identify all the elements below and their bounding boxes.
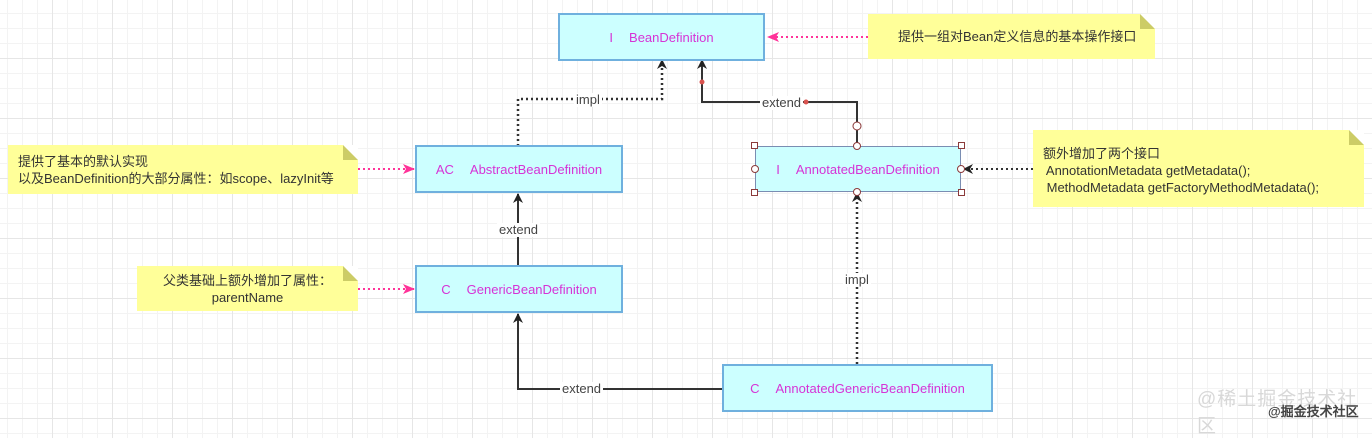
class-kind-label: I <box>609 29 614 45</box>
class-annotated-generic-bean-definition[interactable]: C AnnotatedGenericBeanDefinition <box>722 364 993 412</box>
class-kind-label: I <box>776 161 780 177</box>
watermark-overlay: @掘金技术社区 <box>1268 404 1359 419</box>
note-line: parentName <box>211 290 284 305</box>
resize-handle-nw[interactable] <box>751 142 758 149</box>
note-bean-definition[interactable]: 提供一组对Bean定义信息的基本操作接口 <box>868 14 1155 59</box>
class-name-label: GenericBeanDefinition <box>466 281 597 297</box>
edge-label-impl-abstract: impl <box>574 92 602 107</box>
connect-handle-left[interactable] <box>751 165 759 173</box>
note-line: AnnotationMetadata getMetadata(); <box>1043 163 1251 178</box>
note-annotated-bean-definition[interactable]: 额外增加了两个接口 AnnotationMetadata getMetadata… <box>1033 130 1364 207</box>
note-generic-bean-definition[interactable]: 父类基础上额外增加了属性： parentName <box>137 266 358 311</box>
edge-label-impl-annotated-generic: impl <box>843 272 871 287</box>
edge-annotated-generic-extend <box>513 313 723 390</box>
waypoint-dot <box>699 79 705 85</box>
edge-label-extend-annotated: extend <box>760 95 804 110</box>
class-abstract-bean-definition[interactable]: AC AbstractBeanDefinition <box>415 145 623 193</box>
class-annotated-bean-definition[interactable]: I AnnotatedBeanDefinition <box>755 146 961 192</box>
resize-handle-se[interactable] <box>958 189 965 196</box>
note-line: MethodMetadata getFactoryMethodMetadata(… <box>1043 180 1320 195</box>
connect-handle-right[interactable] <box>957 165 965 173</box>
class-kind-label: C <box>750 380 760 396</box>
connect-handle-top[interactable] <box>853 142 861 150</box>
resize-handle-sw[interactable] <box>751 189 758 196</box>
note-abstract-bean-definition[interactable]: 提供了基本的默认实现 以及BeanDefinition的大部分属性：如scope… <box>8 145 358 194</box>
edge-label-extend-generic: extend <box>497 222 541 237</box>
class-name-label: AbstractBeanDefinition <box>469 161 603 177</box>
resize-handle-ne[interactable] <box>958 142 965 149</box>
class-bean-definition[interactable]: I BeanDefinition <box>558 13 765 61</box>
class-name-label: AnnotatedGenericBeanDefinition <box>775 380 965 396</box>
class-generic-bean-definition[interactable]: C GenericBeanDefinition <box>415 265 623 313</box>
class-kind-label: C <box>441 281 451 297</box>
note-line: 以及BeanDefinition的大部分属性：如scope、lazyInit等 <box>18 171 334 186</box>
note-line: 父类基础上额外增加了属性： <box>162 273 332 288</box>
note-line: 额外增加了两个接口 <box>1043 146 1161 161</box>
class-name-label: AnnotatedBeanDefinition <box>795 161 940 177</box>
waypoint-dot <box>803 99 809 105</box>
class-kind-label: AC <box>435 161 454 177</box>
class-name-label: BeanDefinition <box>629 29 714 45</box>
connect-handle-bottom[interactable] <box>853 188 861 196</box>
note-line: 提供了基本的默认实现 <box>18 154 149 169</box>
edge-label-extend-annotated-generic: extend <box>560 381 604 396</box>
endpoint-handle <box>852 121 862 131</box>
note-line: 提供一组对Bean定义信息的基本操作接口 <box>898 29 1137 44</box>
connector-layer <box>358 32 1033 390</box>
